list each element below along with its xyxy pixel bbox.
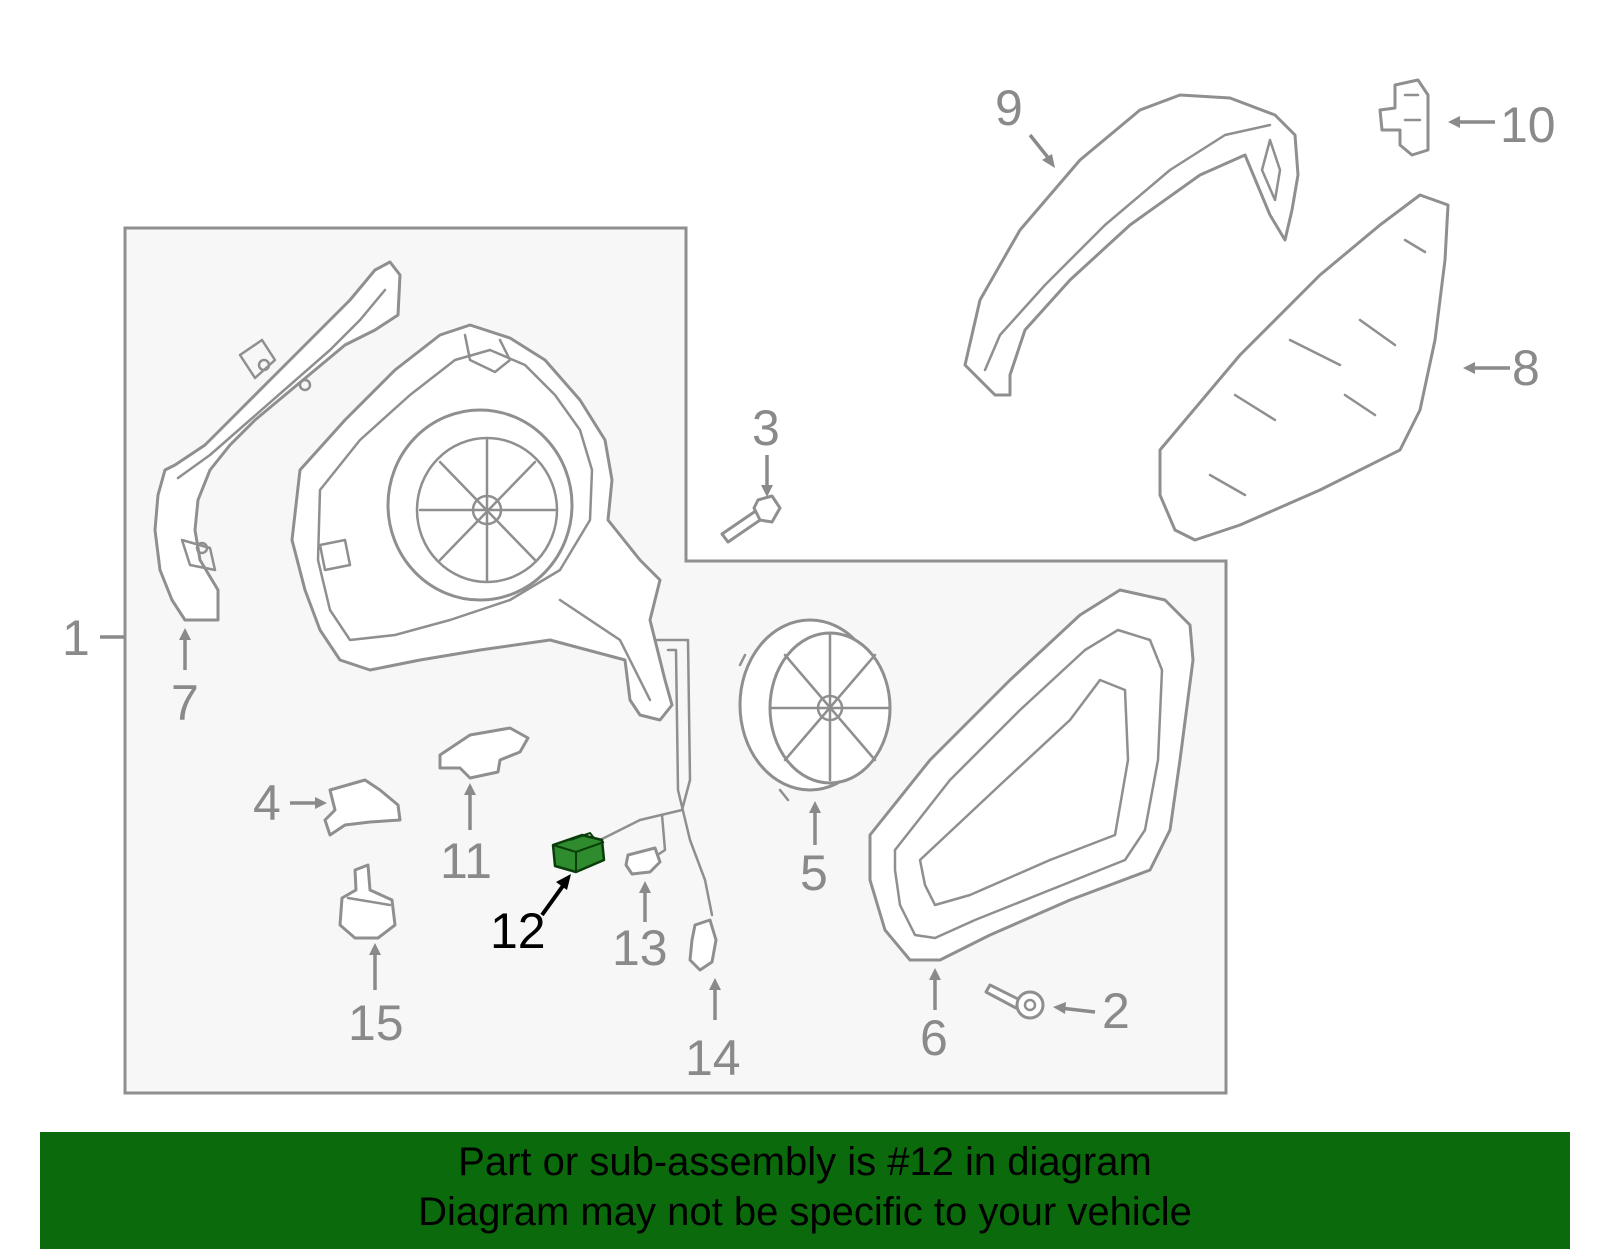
callout-10: 10 xyxy=(1500,97,1556,153)
part-8-mirror-glass xyxy=(1158,193,1450,542)
part-4 xyxy=(323,778,402,837)
callout-7: 7 xyxy=(171,675,199,731)
part-10-clip xyxy=(1378,78,1430,157)
callout-14: 14 xyxy=(685,1030,741,1086)
part-12-highlighted xyxy=(551,831,606,874)
part-6-mirror-frame xyxy=(868,588,1195,962)
callout-11: 11 xyxy=(440,833,492,889)
part-1-mirror-housing xyxy=(290,323,674,722)
callout-9: 9 xyxy=(995,80,1023,136)
callout-2: 2 xyxy=(1102,983,1130,1039)
part-5-motor xyxy=(738,618,892,802)
part-15 xyxy=(338,863,397,940)
banner-line-part-number: Part or sub-assembly is #12 in diagram xyxy=(458,1140,1152,1184)
banner-line-disclaimer: Diagram may not be specific to your vehi… xyxy=(418,1190,1192,1234)
part-11 xyxy=(438,726,530,780)
part-2-screw xyxy=(984,983,1045,1020)
part-9-cover xyxy=(963,93,1300,397)
callout-13: 13 xyxy=(612,920,668,976)
callout-5: 5 xyxy=(800,845,828,901)
callout-6: 6 xyxy=(920,1010,948,1066)
callout-4: 4 xyxy=(253,775,281,831)
part-7-turn-signal xyxy=(153,260,402,622)
part-3-screw xyxy=(720,494,782,544)
callout-12-highlighted: 12 xyxy=(490,903,546,959)
leader-lines xyxy=(100,116,1510,1020)
part-13 xyxy=(624,846,662,876)
part-14 xyxy=(688,918,718,972)
parts-diagram: 1 2 3 4 5 6 7 8 9 10 11 12 13 14 15 xyxy=(62,78,1556,1095)
callout-1: 1 xyxy=(62,610,90,666)
callout-3: 3 xyxy=(752,400,780,456)
callout-15: 15 xyxy=(348,995,404,1051)
info-banner: Part or sub-assembly is #12 in diagram D… xyxy=(40,1132,1570,1249)
callout-8: 8 xyxy=(1512,340,1540,396)
